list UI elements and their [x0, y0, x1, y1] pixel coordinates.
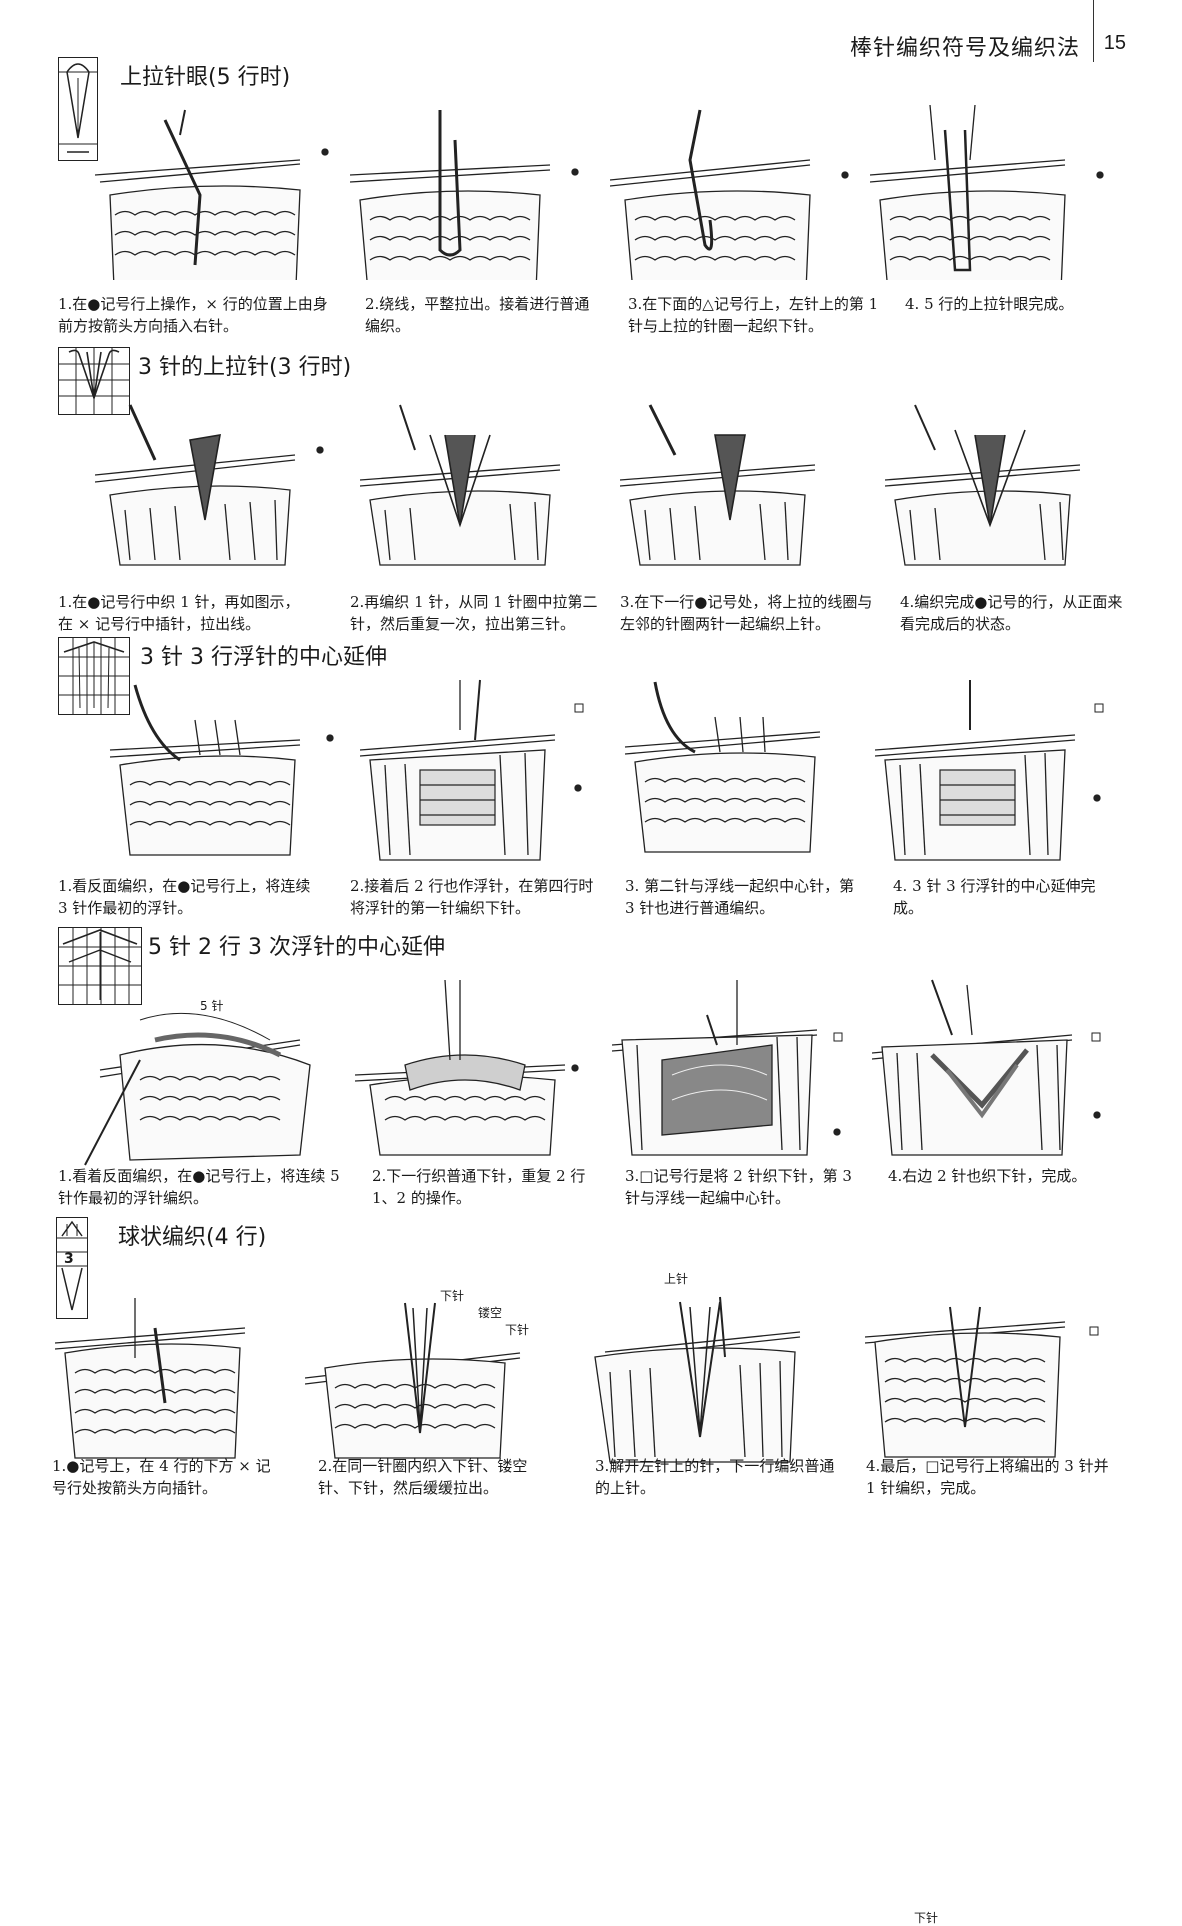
step-caption: 3. 第二针与浮线一起织中心针，第 3 针也进行普通编织。 — [625, 877, 855, 917]
step-caption: 1.在●记号行上操作，× 行的位置上由身前方按箭头方向插入右针。 — [58, 295, 328, 335]
annotation-label: 下针 — [440, 1289, 465, 1303]
annotation-label: 上针 — [664, 1272, 689, 1286]
section-title: 3 针的上拉针(3 行时) — [138, 355, 352, 380]
symbol-chart-icon — [58, 347, 130, 415]
section-title: 球状编织(4 行) — [118, 1225, 267, 1250]
section-five-stitch-two-row-float: 5 针 2 行 3 次浮针的中心延伸 5 针 — [0, 925, 1182, 1925]
annotation-label: 镂空 — [478, 1306, 503, 1320]
knitting-step-illustration — [620, 404, 816, 566]
step-caption: 2.下一行织普通下针，重复 2 行 1、2 的操作。 — [372, 1167, 586, 1207]
section-title: 上拉针眼(5 行时) — [120, 65, 291, 90]
section-title: 5 针 2 行 3 次浮针的中心延伸 — [148, 935, 445, 960]
step-caption: 2.接着后 2 行也作浮针，在第四行时将浮针的第一针编织下针。 — [350, 877, 594, 917]
knitting-step-illustration — [870, 104, 1104, 280]
step-caption: 4. 3 针 3 行浮针的中心延伸完成。 — [893, 877, 1096, 917]
knitting-step-illustration — [360, 404, 561, 566]
step-caption: 4.最后，□记号行上将编出的 3 针并 1 针编织，完成。 — [866, 1457, 1109, 1497]
annotation-label: 5 针 — [200, 999, 224, 1013]
knitting-step-illustration — [875, 680, 1104, 861]
knitting-step-illustration — [865, 1306, 1099, 1458]
page-number: 15 — [1103, 32, 1126, 54]
knitting-step-illustration — [350, 110, 579, 280]
step-caption: 4.编织完成●记号的行，从正面来看完成后的状态。 — [900, 593, 1123, 633]
step-caption: 4.右边 2 针也织下针，完成。 — [888, 1167, 1087, 1185]
step-caption: 1.在●记号行中织 1 针，再如图示，在 × 记号行中插针，拉出线。 — [58, 593, 300, 633]
section-title: 3 针 3 行浮针的中心延伸 — [140, 645, 387, 670]
symbol-chart-icon — [58, 927, 142, 1005]
annotation-label: 下针 — [914, 1911, 939, 1925]
knitting-step-illustration — [594, 1296, 801, 1463]
step-caption: 2.再编织 1 针，从同 1 针圈中拉第二针，然后重复一次，拉出第三针。 — [350, 593, 598, 633]
annotation-label: 3 — [64, 1251, 74, 1267]
annotation-label: 下针 — [505, 1323, 530, 1337]
symbol-chart-icon — [58, 637, 130, 715]
knitting-step-illustration — [612, 980, 843, 1156]
knitting-step-illustration — [84, 1012, 311, 1166]
step-caption: 2.在同一针圈内织入下针、镂空针、下针，然后缓缓拉出。 — [318, 1457, 528, 1497]
knitting-step-illustration — [885, 404, 1081, 566]
knitting-step-illustration — [355, 979, 579, 1156]
section-bobble-stitch: 3 球状编织(4 行) 下针 镂空 下针 上针 — [0, 1215, 1182, 1545]
step-caption: 3.在下面的△记号行上，左针上的第 1 针与上拉的针圈一起织下针。 — [628, 295, 879, 335]
section-three-stitch-three-row-float: 3 针 3 行浮针的中心延伸 — [0, 635, 1182, 925]
header-divider — [1093, 0, 1094, 62]
knitting-step-illustration — [305, 1302, 521, 1459]
step-caption: 1.看着反面编织，在●记号行上，将连续 5 针作最初的浮针编织。 — [58, 1167, 340, 1207]
knitting-step-illustration — [610, 109, 849, 280]
step-caption: 4. 5 行的上拉针眼完成。 — [905, 295, 1074, 313]
knitting-step-illustration — [94, 109, 329, 280]
knitting-step-illustration — [872, 979, 1101, 1156]
header-title: 棒针编织符号及编织法 — [849, 36, 1080, 61]
section-three-stitch-pull-up: 3 针的上拉针(3 行时) — [0, 345, 1182, 640]
step-caption: 1.看反面编织，在●记号行上，将连续 3 针作最初的浮针。 — [58, 877, 311, 917]
knitting-step-illustration — [95, 404, 324, 566]
section-pull-up-stitch: 上拉针眼(5 行时) — [0, 55, 1182, 345]
symbol-chart-icon — [56, 1217, 88, 1319]
knitting-step-illustration — [624, 681, 821, 853]
step-caption: 3.在下一行●记号处，将上拉的线圈与左邻的针圈两针一起编织上针。 — [620, 593, 873, 633]
knitting-step-illustration — [109, 684, 334, 856]
symbol-chart-icon — [58, 57, 98, 161]
knitting-step-illustration — [55, 1298, 246, 1459]
step-caption: 3.解开左针上的针，下一行编织普通的上针。 — [595, 1457, 835, 1497]
step-caption: 1.●记号上，在 4 行的下方 × 记号行处按箭头方向插针。 — [52, 1457, 271, 1497]
knitting-step-illustration — [360, 679, 584, 861]
step-caption: 3.□记号行是将 2 针织下针，第 3 针与浮线一起编中心针。 — [625, 1167, 852, 1207]
step-caption: 2.绕线，平整拉出。接着进行普通编织。 — [365, 295, 590, 335]
